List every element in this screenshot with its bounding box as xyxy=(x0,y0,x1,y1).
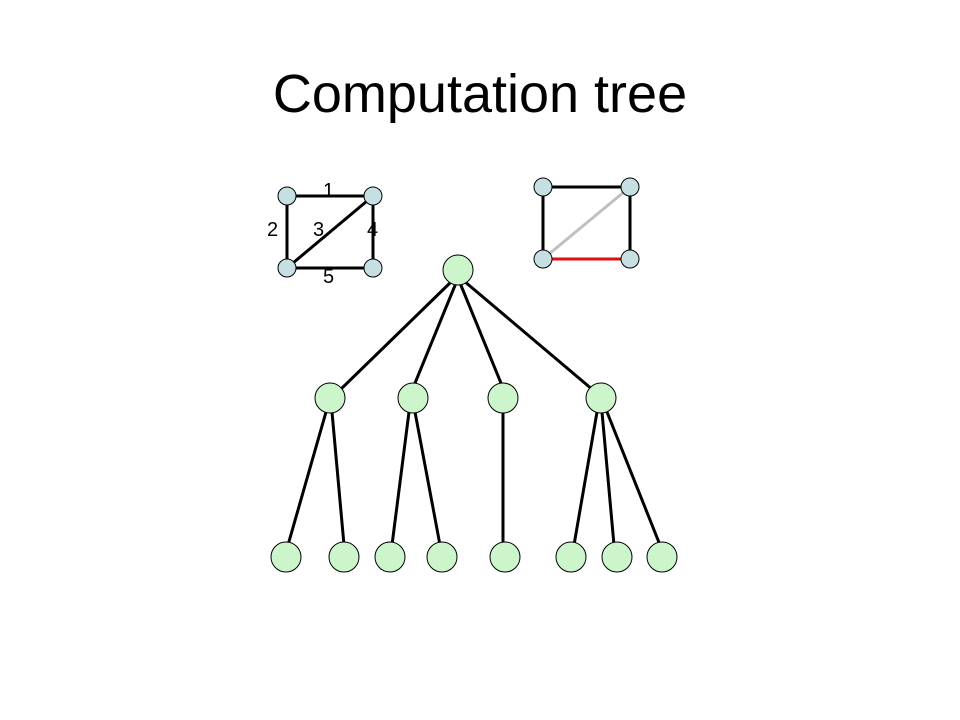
tree-nodes xyxy=(270,254,678,573)
tree-edge-d-2 xyxy=(600,411,616,546)
tree-node-leaf-4 xyxy=(426,541,458,573)
tree-edge-b-2 xyxy=(413,411,442,546)
tree-node-level1-b xyxy=(397,382,429,414)
tree-edge-d-1 xyxy=(572,411,599,546)
hl-node-bottom-left xyxy=(533,249,553,269)
edge-label-2: 2 xyxy=(267,219,278,241)
graph-node-bottom-left xyxy=(277,258,297,278)
tree-edge-b-1 xyxy=(390,411,411,546)
tree-node-level1-c xyxy=(487,382,519,414)
computation-tree xyxy=(270,254,678,573)
tree-edge-d-3 xyxy=(605,411,662,546)
edge-3-diagonal xyxy=(286,194,374,270)
graph-node-top-left xyxy=(277,186,297,206)
hl-node-top-right xyxy=(620,177,640,197)
graph-node-top-right xyxy=(363,186,383,206)
tree-node-leaf-3 xyxy=(374,541,406,573)
tree-node-leaf-5 xyxy=(489,541,521,573)
tree-node-level1-a xyxy=(314,382,346,414)
hl-edge-diagonal-faded xyxy=(542,185,631,261)
tree-node-leaf-1 xyxy=(270,541,302,573)
tree-node-leaf-7 xyxy=(601,541,633,573)
highlighted-graph-nodes xyxy=(533,177,640,269)
labeled-graph: 1 2 3 4 5 xyxy=(267,180,383,288)
tree-node-leaf-6 xyxy=(555,541,587,573)
tree-node-leaf-8 xyxy=(646,541,678,573)
tree-node-leaf-2 xyxy=(328,541,360,573)
tree-edges xyxy=(286,279,662,546)
edge-label-3: 3 xyxy=(313,219,324,241)
hl-node-top-left xyxy=(533,177,553,197)
tree-edge-root-c xyxy=(458,282,505,389)
tree-node-level1-d xyxy=(585,382,617,414)
slide-title: Computation tree xyxy=(272,64,688,124)
tree-edge-root-a xyxy=(338,279,454,392)
edge-label-5: 5 xyxy=(323,266,334,288)
labeled-graph-nodes xyxy=(277,186,383,278)
tree-edge-a-2 xyxy=(330,411,346,546)
highlighted-graph xyxy=(533,177,640,269)
labeled-graph-edges xyxy=(285,194,375,270)
tree-edge-root-b xyxy=(411,282,458,389)
tree-node-root xyxy=(442,254,474,286)
tree-edge-root-d xyxy=(463,279,594,392)
tree-edge-a-1 xyxy=(286,411,328,546)
hl-node-bottom-right xyxy=(620,249,640,269)
edge-label-1: 1 xyxy=(323,180,334,202)
edge-label-4: 4 xyxy=(367,219,378,241)
graph-node-bottom-right xyxy=(363,258,383,278)
